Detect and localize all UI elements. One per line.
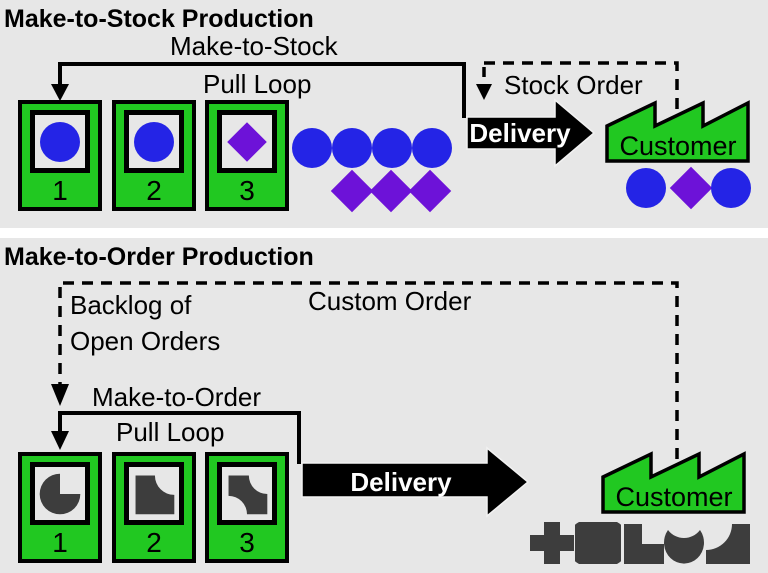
mto-title: Make-to-Order Production: [4, 243, 314, 271]
station-number: 1: [52, 527, 68, 558]
factory-shape: [605, 100, 750, 163]
factory-shape: [601, 451, 746, 514]
mto-delivery-arrow: Delivery: [301, 446, 530, 518]
blue-circle-part: [134, 121, 174, 162]
queue-blue-circle: [332, 128, 372, 168]
mto-station-2-part-box: [124, 462, 184, 525]
s-block-part: [228, 475, 268, 514]
mts-stock-order-arrowhead-icon: [476, 84, 492, 100]
mto-flow-label: Make-to-Order: [92, 382, 262, 412]
queue-blue-circle: [372, 128, 412, 168]
mts-station-2: 2: [112, 100, 196, 211]
customer-blue-circle: [626, 168, 666, 208]
station-number: 2: [146, 175, 162, 206]
mto-backlog-arrowhead-icon: [51, 384, 69, 406]
mto-custom-order-label: Custom Order: [308, 286, 472, 316]
panel-divider: [0, 228, 768, 238]
mts-customer-label: Customer: [619, 131, 736, 161]
l-block-part: [624, 524, 664, 564]
mts-stock-order-label: Stock Order: [504, 70, 643, 100]
plus-part: [530, 522, 574, 564]
mts-flow-label: Make-to-Stock: [170, 31, 338, 61]
delivery-arrow-shape: [301, 446, 530, 518]
mto-pull-arrowhead-icon: [51, 431, 69, 450]
mts-pull-loop-label: Pull Loop: [203, 69, 312, 99]
mts-station-3: 3: [205, 100, 289, 211]
quarter-cut-disc-part: [39, 473, 81, 514]
mto-pull-loop-label: Pull Loop: [116, 417, 225, 447]
mto-backlog-label-line1: Backlog of: [70, 290, 192, 320]
corner-cut-block-part: [706, 524, 750, 564]
mts-title: Make-to-Stock Production: [4, 5, 314, 33]
mts-customer-factory: Customer: [605, 100, 750, 163]
notched-blob-part: [664, 530, 704, 564]
spool-part: [575, 522, 621, 564]
mto-station-3-part-box: [217, 462, 277, 525]
blue-circle-part: [40, 121, 80, 162]
queue-blue-circle: [412, 128, 452, 168]
mto-station-3: 3: [205, 452, 289, 563]
mto-customer-factory: Customer: [601, 451, 746, 514]
station-number: 1: [52, 175, 68, 206]
mts-pull-arrowhead-icon: [51, 84, 69, 101]
queue-blue-circle: [292, 128, 332, 168]
mts-station-1-part-box: [30, 110, 90, 173]
mts-station-3-part-box: [217, 110, 277, 173]
mto-backlog-label-line2: Open Orders: [70, 326, 221, 356]
purple-diamond-part: [227, 121, 267, 162]
mto-station-1: 1: [18, 452, 102, 563]
station-number: 2: [146, 527, 162, 558]
mto-station-1-part-box: [30, 462, 90, 525]
mto-customer-label: Customer: [615, 482, 732, 512]
mts-pull-loop-line: [58, 62, 466, 118]
mts-station-2-part-box: [124, 110, 184, 173]
customer-blue-circle: [711, 168, 751, 208]
mto-custom-order-line: [63, 281, 679, 483]
make-to-order-panel: Make-to-Order Production Backlog of Open…: [0, 238, 768, 573]
mto-pull-loop-line: [58, 411, 301, 464]
make-to-stock-panel: Make-to-Stock Production Make-to-Stock P…: [0, 0, 768, 228]
mts-delivery-label: Delivery: [469, 118, 571, 148]
mts-stock-order-line: [484, 61, 679, 130]
mts-lines-layer: [51, 61, 679, 130]
corner-notched-block-part: [135, 475, 175, 514]
station-number: 3: [239, 527, 255, 558]
mto-station-2: 2: [112, 452, 196, 563]
mts-delivery-arrow: Delivery: [466, 98, 596, 168]
mto-lines-layer: [51, 281, 679, 483]
station-number: 3: [239, 175, 255, 206]
mts-station-1: 1: [18, 100, 102, 211]
mto-delivery-label: Delivery: [350, 467, 452, 497]
delivery-arrow-shape: [466, 98, 596, 168]
